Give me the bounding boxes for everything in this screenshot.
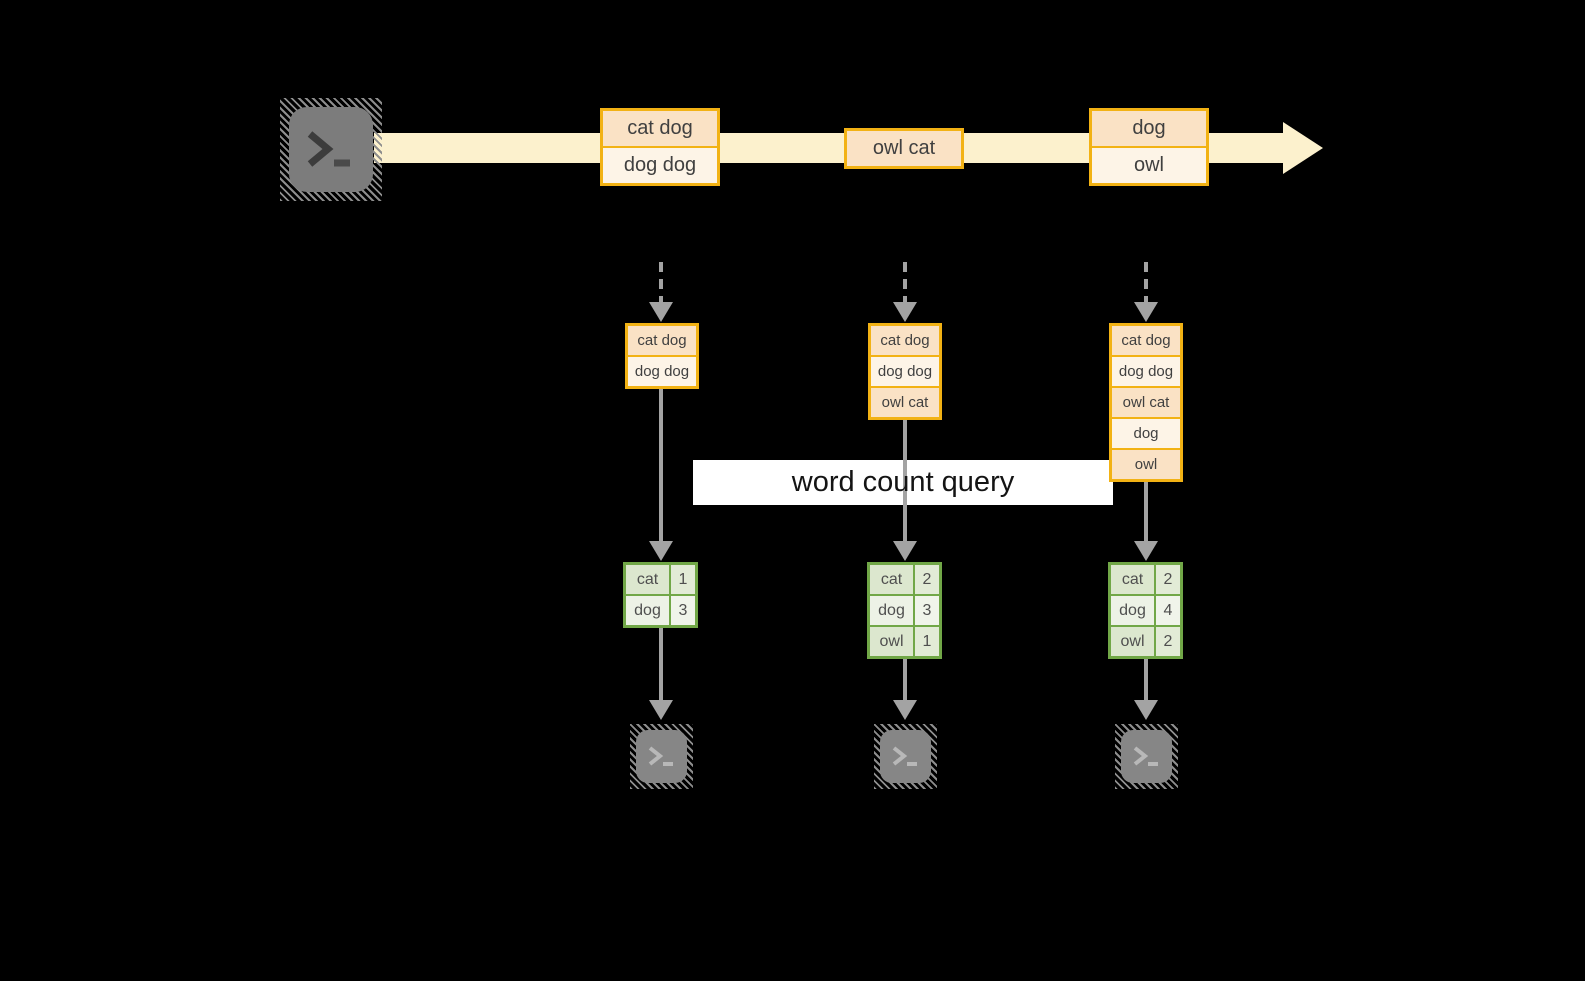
flow-line <box>659 389 663 541</box>
terminal-prompt-icon <box>1133 745 1158 766</box>
terminal-screen <box>1121 730 1172 783</box>
buffered-record: dog dog <box>871 357 939 386</box>
stream-record-box-3: dog owl <box>1089 108 1209 186</box>
stream-arrowhead-icon <box>1283 122 1323 174</box>
stream-record: owl <box>1092 148 1206 183</box>
word-cell: dog <box>626 596 669 625</box>
down-arrow-dashed <box>659 262 663 304</box>
flow-line <box>1144 659 1148 700</box>
down-arrowhead-icon <box>893 302 917 322</box>
sink-terminal-icon <box>630 724 693 789</box>
down-arrowhead-icon <box>649 700 673 720</box>
terminal-screen <box>880 730 931 783</box>
stream-record: dog <box>1092 111 1206 146</box>
terminal-screen <box>289 107 373 192</box>
word-count-table-1: cat 1 dog 3 <box>623 562 698 628</box>
down-arrow-dashed <box>903 262 907 304</box>
down-arrowhead-icon <box>649 541 673 561</box>
word-cell: dog <box>1111 596 1154 625</box>
down-arrowhead-icon <box>649 302 673 322</box>
sink-terminal-icon <box>1115 724 1178 789</box>
count-cell: 1 <box>915 627 939 656</box>
buffered-record: cat dog <box>628 326 696 355</box>
terminal-prompt-icon <box>648 745 673 766</box>
down-arrowhead-icon <box>1134 700 1158 720</box>
source-terminal-icon <box>280 98 382 201</box>
count-cell: 3 <box>671 596 695 625</box>
word-cell: dog <box>870 596 913 625</box>
flow-line <box>659 628 663 700</box>
buffered-records-stack-2: cat dog dog dog owl cat <box>868 323 942 420</box>
word-cell: owl <box>870 627 913 656</box>
terminal-screen <box>636 730 687 783</box>
count-cell: 4 <box>1156 596 1180 625</box>
terminal-prompt-icon <box>307 130 350 167</box>
buffered-record: dog dog <box>1112 357 1180 386</box>
buffered-record: owl cat <box>871 388 939 417</box>
buffered-record: dog <box>1112 419 1180 448</box>
sink-terminal-icon <box>874 724 937 789</box>
buffered-record: cat dog <box>871 326 939 355</box>
word-cell: cat <box>626 565 669 594</box>
word-count-table-3: cat 2 dog 4 owl 2 <box>1108 562 1183 659</box>
flow-line <box>903 420 907 541</box>
down-arrowhead-icon <box>1134 302 1158 322</box>
word-count-table-2: cat 2 dog 3 owl 1 <box>867 562 942 659</box>
buffered-records-stack-3: cat dog dog dog owl cat dog owl <box>1109 323 1183 482</box>
stream-record: dog dog <box>603 148 717 183</box>
terminal-prompt-icon <box>892 745 917 766</box>
stream-record: owl cat <box>847 131 961 166</box>
count-cell: 2 <box>1156 565 1180 594</box>
count-cell: 2 <box>915 565 939 594</box>
stream-record-box-2: owl cat <box>844 128 964 169</box>
flow-line <box>903 659 907 700</box>
buffered-record: cat dog <box>1112 326 1180 355</box>
down-arrow-dashed <box>1144 262 1148 304</box>
word-cell: cat <box>1111 565 1154 594</box>
stream-record: cat dog <box>603 111 717 146</box>
buffered-record: owl <box>1112 450 1180 479</box>
buffered-record: owl cat <box>1112 388 1180 417</box>
flow-line <box>1144 482 1148 541</box>
down-arrowhead-icon <box>893 700 917 720</box>
down-arrowhead-icon <box>1134 541 1158 561</box>
word-cell: cat <box>870 565 913 594</box>
buffered-records-stack-1: cat dog dog dog <box>625 323 699 389</box>
count-cell: 1 <box>671 565 695 594</box>
stream-record-box-1: cat dog dog dog <box>600 108 720 186</box>
word-cell: owl <box>1111 627 1154 656</box>
count-cell: 3 <box>915 596 939 625</box>
down-arrowhead-icon <box>893 541 917 561</box>
count-cell: 2 <box>1156 627 1180 656</box>
query-label: word count query <box>791 466 1015 498</box>
buffered-record: dog dog <box>628 357 696 386</box>
